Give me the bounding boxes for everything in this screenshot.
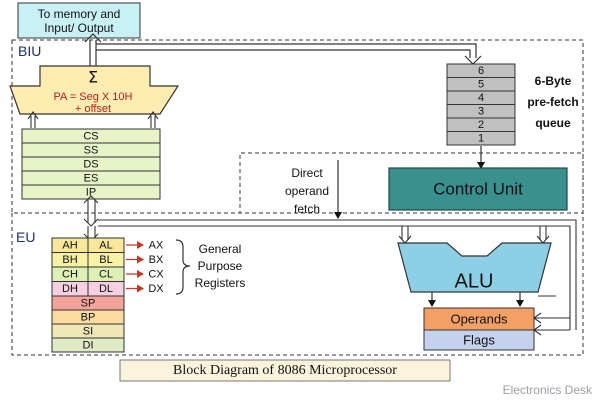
register-label: SI [83, 325, 93, 337]
gp-label-2: Purpose [198, 259, 243, 273]
memory-io-box [17, 2, 141, 39]
queue-slot-label: 5 [478, 79, 484, 91]
queue-slot-label: 2 [478, 119, 484, 131]
alu-label: ALU [455, 270, 494, 292]
register-label: BP [81, 311, 96, 323]
control-unit-label: Control Unit [433, 179, 523, 198]
register-label: SP [81, 297, 96, 309]
register-low-label: AL [99, 240, 112, 252]
pair-name-bx: BX [149, 254, 164, 266]
segment-register-label: ES [84, 172, 99, 184]
sigma-symbol: Σ [88, 68, 98, 87]
segment-register-ip [21, 184, 161, 200]
register-low-label: CL [99, 269, 113, 281]
segment-register-label: DS [83, 158, 98, 170]
register-low-label: BL [99, 254, 112, 266]
queue-slot [446, 131, 516, 146]
prefetch-queue: 6 54 32 1 [446, 63, 516, 146]
eu-label: EU [16, 229, 35, 245]
gp-label-1: General [199, 242, 242, 256]
register-di [51, 337, 125, 353]
queue-slot-label: 3 [478, 106, 484, 118]
pa-formula-line2: + offset [75, 103, 111, 115]
biu-eu-bus [83, 195, 99, 227]
direct-fetch-3: fetch [294, 202, 320, 216]
memory-io-line1: To memory and [38, 7, 121, 21]
segment-register-label: SS [84, 144, 99, 156]
queue-slot-label: 4 [478, 92, 484, 104]
pair-name-cx: CX [148, 269, 164, 281]
biu-label: BIU [18, 43, 41, 59]
gp-brace [175, 239, 191, 295]
register-high-label: AH [62, 240, 77, 252]
direct-fetch-2: operand [285, 184, 329, 198]
address-adder [9, 65, 180, 115]
segment-register-block: CS SS DS ES IP [21, 128, 161, 200]
queue-slot-label: 6 [478, 65, 484, 77]
control-unit [388, 167, 568, 211]
queue-label-3: queue [535, 116, 571, 130]
caption: Block Diagram of 8086 Microprocessor [173, 363, 397, 378]
segment-register-label: CS [83, 130, 98, 142]
queue-slot-label: 1 [478, 133, 484, 145]
flags-label: Flags [463, 332, 495, 347]
register-label: DI [83, 339, 94, 351]
memory-io-line2: Input/ Output [44, 21, 114, 35]
register-high-label: CH [62, 269, 78, 281]
general-purpose-register-block: AH AL AX BH BL BX CH CL CX DH DL DX SP BP SI DI [51, 237, 164, 353]
eu-internal-bus [98, 219, 577, 336]
operands-label: Operands [450, 311, 508, 326]
pair-name-ax: AX [149, 240, 164, 252]
memory-bus [84, 33, 482, 66]
eu-section [11, 152, 584, 356]
register-high-label: BH [62, 254, 77, 266]
queue-label-1: 6-Byte [535, 74, 572, 88]
register-high-label: DH [62, 283, 78, 295]
register-low-label: DL [99, 283, 113, 295]
queue-label-2: pre-fetch [527, 95, 578, 109]
direct-fetch-1: Direct [291, 166, 323, 180]
alu-unit [397, 242, 552, 293]
watermark: Electronics Desk [503, 383, 593, 397]
flags-box [423, 329, 535, 351]
pair-name-dx: DX [148, 283, 164, 295]
segment-register-label: IP [86, 186, 96, 198]
biu-section [11, 39, 584, 214]
caption-box [119, 359, 451, 382]
seg-to-adder-arrows [27, 111, 159, 128]
gp-label-3: Registers [195, 276, 246, 290]
pa-formula-line1: PA = Seg X 10H [54, 91, 133, 103]
